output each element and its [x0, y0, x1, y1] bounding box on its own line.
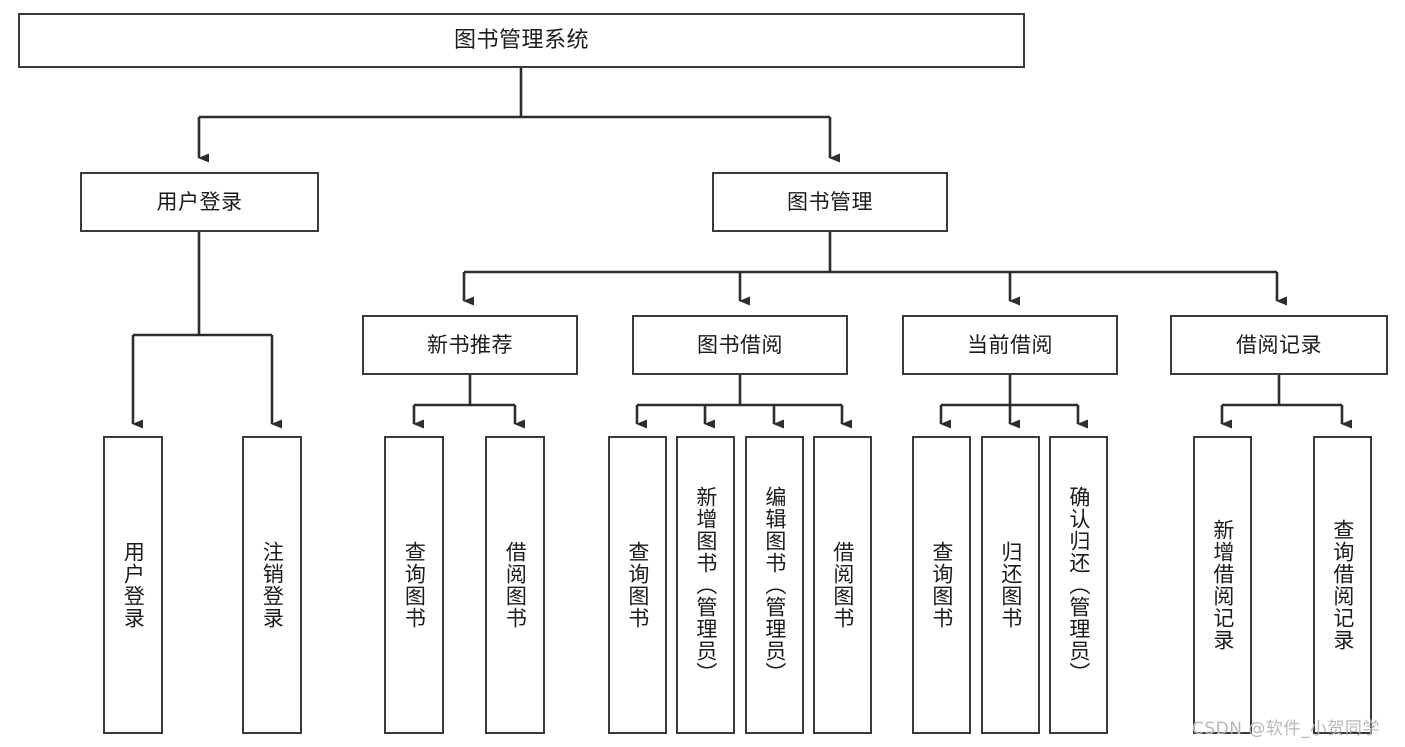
- node-leaf-add-record[interactable]: 新增借阅记录: [1193, 436, 1252, 734]
- node-label: 图书管理: [787, 189, 873, 214]
- node-root-system[interactable]: 图书管理系统: [18, 13, 1025, 68]
- node-label: 用户登录: [156, 189, 243, 214]
- node-user-login[interactable]: 用户登录: [80, 172, 319, 232]
- node-leaf-query-book-2[interactable]: 查询图书: [608, 436, 667, 734]
- node-label: 查询图书: [402, 541, 427, 629]
- node-current-borrow[interactable]: 当前借阅: [902, 315, 1118, 375]
- node-label: 新增图书（管理员）: [693, 486, 718, 684]
- node-leaf-borrow-book-1[interactable]: 借阅图书: [485, 436, 545, 734]
- node-borrow-record[interactable]: 借阅记录: [1170, 315, 1388, 375]
- node-leaf-borrow-book-2[interactable]: 借阅图书: [813, 436, 872, 734]
- node-book-borrow[interactable]: 图书借阅: [632, 315, 848, 375]
- node-leaf-edit-book[interactable]: 编辑图书（管理员）: [745, 436, 804, 734]
- node-label: 确认归还（管理员）: [1066, 486, 1091, 684]
- node-leaf-return-book[interactable]: 归还图书: [981, 436, 1040, 734]
- node-label: 当前借阅: [967, 332, 1053, 357]
- node-leaf-query-book-3[interactable]: 查询图书: [912, 436, 971, 734]
- node-label: 注销登录: [260, 541, 285, 629]
- node-leaf-add-book[interactable]: 新增图书（管理员）: [676, 436, 735, 734]
- node-label: 新书推荐: [427, 332, 513, 357]
- csdn-watermark: CSDN @软件_小贺同学: [1192, 719, 1380, 739]
- node-leaf-query-book-1[interactable]: 查询图书: [384, 436, 444, 734]
- node-label: 用户登录: [121, 541, 146, 629]
- node-label: 查询借阅记录: [1330, 519, 1355, 651]
- node-label: 借阅图书: [503, 541, 528, 629]
- node-leaf-query-record[interactable]: 查询借阅记录: [1313, 436, 1372, 734]
- node-label: 新增借阅记录: [1210, 519, 1235, 651]
- node-leaf-user-login[interactable]: 用户登录: [103, 436, 163, 734]
- node-leaf-confirm-return[interactable]: 确认归还（管理员）: [1049, 436, 1108, 734]
- node-label: 编辑图书（管理员）: [762, 486, 787, 684]
- node-new-book-recommend[interactable]: 新书推荐: [362, 315, 578, 375]
- node-label: 归还图书: [998, 541, 1023, 629]
- node-label: 查询图书: [625, 541, 650, 629]
- node-book-manage[interactable]: 图书管理: [712, 172, 948, 232]
- node-label: 借阅图书: [830, 541, 855, 629]
- node-leaf-user-logout[interactable]: 注销登录: [242, 436, 302, 734]
- node-label: 图书管理系统: [453, 27, 589, 53]
- node-label: 借阅记录: [1236, 332, 1322, 357]
- node-label: 图书借阅: [697, 332, 783, 357]
- node-label: 查询图书: [929, 541, 954, 629]
